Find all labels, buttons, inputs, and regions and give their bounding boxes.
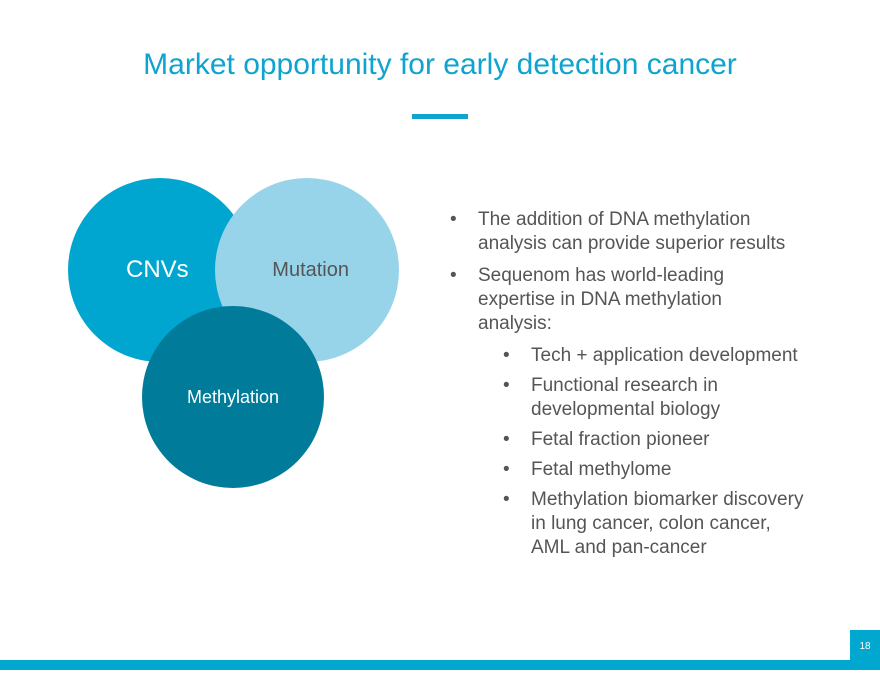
slide-title: Market opportunity for early detection c… [143, 48, 737, 81]
footer-bar [0, 660, 880, 670]
sub-bullet-item: Methylation biomarker discovery in lung … [503, 488, 811, 560]
bullet-list: The addition of DNA methylation analysis… [450, 208, 870, 566]
page-number: 18 [850, 630, 880, 662]
title-underline [412, 114, 468, 119]
venn-circle-methylation: Methylation [142, 306, 324, 488]
sub-bullet-item: Functional research in developmental bio… [503, 374, 731, 422]
bullet-item: Sequenom has world-leading expertise in … [450, 264, 738, 336]
sub-bullet-item: Fetal methylome [503, 458, 870, 482]
sub-bullet-item: Tech + application development [503, 344, 870, 368]
bullet-item: The addition of DNA methylation analysis… [450, 208, 808, 256]
cnvs-label: CNVs [126, 256, 189, 283]
mutation-label: Mutation [272, 258, 349, 281]
sub-bullet-item: Fetal fraction pioneer [503, 428, 870, 452]
methylation-label: Methylation [186, 386, 280, 407]
